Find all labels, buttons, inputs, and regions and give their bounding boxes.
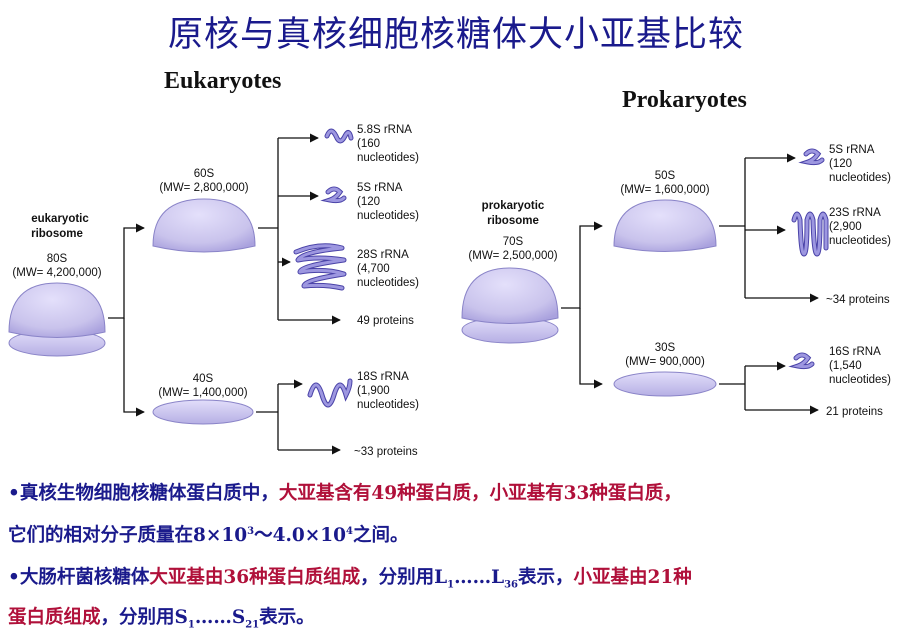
prokaryotic-section: prokaryotic ribosome 70S (MW= 2,500,000)… <box>461 144 891 418</box>
note-line-4: 蛋白质组成，分别用S1……S21表示。 <box>8 606 315 638</box>
euk-18s-label-1: 18S rRNA <box>357 371 409 383</box>
pro-5s-label-2: (120 <box>829 158 852 170</box>
note-2-sup-1: 3 <box>247 526 255 537</box>
euk-60s-mw: (MW= 2,800,000) <box>159 182 248 194</box>
euk-40s-label: 40S <box>193 373 214 385</box>
note-4-sub-1: 1 <box>187 619 195 631</box>
note-3-part-c: ，分别用L <box>360 567 448 588</box>
euk-ribosome-label-1: eukaryotic <box>31 213 89 225</box>
euk-40s-mw: (MW= 1,400,000) <box>158 387 247 399</box>
pro-30s-mw: (MW= 900,000) <box>625 356 705 368</box>
note-3-sub-2: 36 <box>504 579 518 591</box>
pro-70s-label: 70S <box>503 236 524 248</box>
pro-21-proteins-label: 21 proteins <box>826 406 883 418</box>
eukaryotic-section: eukaryotic ribosome 80S (MW= 4,200,000) … <box>8 124 419 458</box>
note-3-part-e: 表示， <box>518 567 574 588</box>
euk-33-proteins-label: ~33 proteins <box>354 446 418 458</box>
euk-arrow-to-60s <box>108 223 145 319</box>
note-1-intro: •真核生物细胞核糖体蛋白质中， <box>8 483 279 504</box>
euk-28s-label-1: 28S rRNA <box>357 249 409 261</box>
pro-23s-label-1: 23S rRNA <box>829 207 881 219</box>
euk-58s-label-1: 5.8S rRNA <box>357 124 412 136</box>
pro-16s-label-2: (1,540 <box>829 360 862 372</box>
euk-80s-mw: (MW= 4,200,000) <box>12 267 101 279</box>
note-line-2: 它们的相对分子质量在8×103～4.0×104之间。 <box>8 520 409 548</box>
note-4-part-c: ……S <box>194 607 246 628</box>
note-4-sub-2: 21 <box>245 619 260 631</box>
pro-5s-label-1: 5S rRNA <box>829 144 875 156</box>
note-3-sub-1: 1 <box>447 579 455 591</box>
pro-50s-label: 50S <box>655 170 676 182</box>
pro-23s-label-3: nucleotides) <box>829 235 891 247</box>
note-3-part-d: ……L <box>454 567 505 588</box>
euk-5s-label-2: (120 <box>357 196 380 208</box>
euk-49-proteins-label: 49 proteins <box>357 315 414 327</box>
page-title: 原核与真核细胞核糖体大小亚基比较 <box>167 15 744 55</box>
note-4-part-d: 表示。 <box>259 607 315 628</box>
note-line-1: •真核生物细胞核糖体蛋白质中，大亚基含有49种蛋白质，小亚基有33种蛋白质， <box>8 482 682 506</box>
euk-40s-subunit <box>152 399 254 425</box>
note-3-part-a: •大肠杆菌核糖体 <box>8 567 150 588</box>
pro-34-proteins-label: ~34 proteins <box>826 294 890 306</box>
pro-16s-label-1: 16S rRNA <box>829 346 881 358</box>
euk-60s-subunit <box>152 198 256 253</box>
note-3-highlight-a: 大亚基由36种蛋白质组成 <box>149 567 361 588</box>
euk-28s-label-3: nucleotides) <box>357 277 419 289</box>
note-2-part-b: ～4.0×10 <box>254 525 347 547</box>
euk-80s-label: 80S <box>47 253 68 265</box>
note-2-sup-2: 4 <box>346 526 353 537</box>
euk-arrow-to-40s <box>123 318 145 417</box>
pro-30s-label: 30S <box>655 342 676 354</box>
note-2-part-c: 之间。 <box>353 525 409 547</box>
pro-arrow-to-30s <box>579 308 603 389</box>
euk-58s-label-2: (160 <box>357 138 380 150</box>
note-4-highlight: 蛋白质组成 <box>8 607 101 628</box>
prokaryotes-heading: Prokaryotes <box>622 87 747 113</box>
pro-ribosome-label-2: ribosome <box>487 215 539 227</box>
ribosome-diagram: eukaryotic ribosome 80S (MW= 4,200,000) … <box>8 124 891 458</box>
euk-60s-label: 60S <box>194 168 215 180</box>
pro-23s-label-2: (2,900 <box>829 221 862 233</box>
euk-28s-label-2: (4,700 <box>357 263 390 275</box>
euk-80s-ribosome <box>8 282 106 357</box>
pro-70s-mw: (MW= 2,500,000) <box>468 250 557 262</box>
euk-ribosome-label-2: ribosome <box>31 228 83 240</box>
euk-18s-label-3: nucleotides) <box>357 399 419 411</box>
pro-16s-label-3: nucleotides) <box>829 374 891 386</box>
note-1-highlight: 大亚基含有49种蛋白质，小亚基有33种蛋白质， <box>278 483 682 504</box>
pro-ribosome-label-1: prokaryotic <box>482 200 545 212</box>
pro-arrow-to-50s <box>561 221 603 309</box>
note-line-3: •大肠杆菌核糖体大亚基由36种蛋白质组成，分别用L1……L36表示，小亚基由21… <box>8 566 692 598</box>
euk-5s-label-1: 5S rRNA <box>357 182 403 194</box>
note-4-part-b: ，分别用S <box>100 607 188 628</box>
eukaryotes-heading: Eukaryotes <box>164 68 282 94</box>
pro-50s-subunit <box>613 199 717 252</box>
euk-5s-label-3: nucleotides) <box>357 210 419 222</box>
note-3-highlight-b: 小亚基由21种 <box>573 567 692 588</box>
euk-58s-label-3: nucleotides) <box>357 152 419 164</box>
pro-30s-subunit <box>613 371 717 397</box>
pro-5s-label-3: nucleotides) <box>829 172 891 184</box>
pro-50s-mw: (MW= 1,600,000) <box>620 184 709 196</box>
euk-18s-label-2: (1,900 <box>357 385 390 397</box>
note-2-part-a: 它们的相对分子质量在8×10 <box>8 525 248 547</box>
pro-70s-ribosome <box>461 267 559 344</box>
